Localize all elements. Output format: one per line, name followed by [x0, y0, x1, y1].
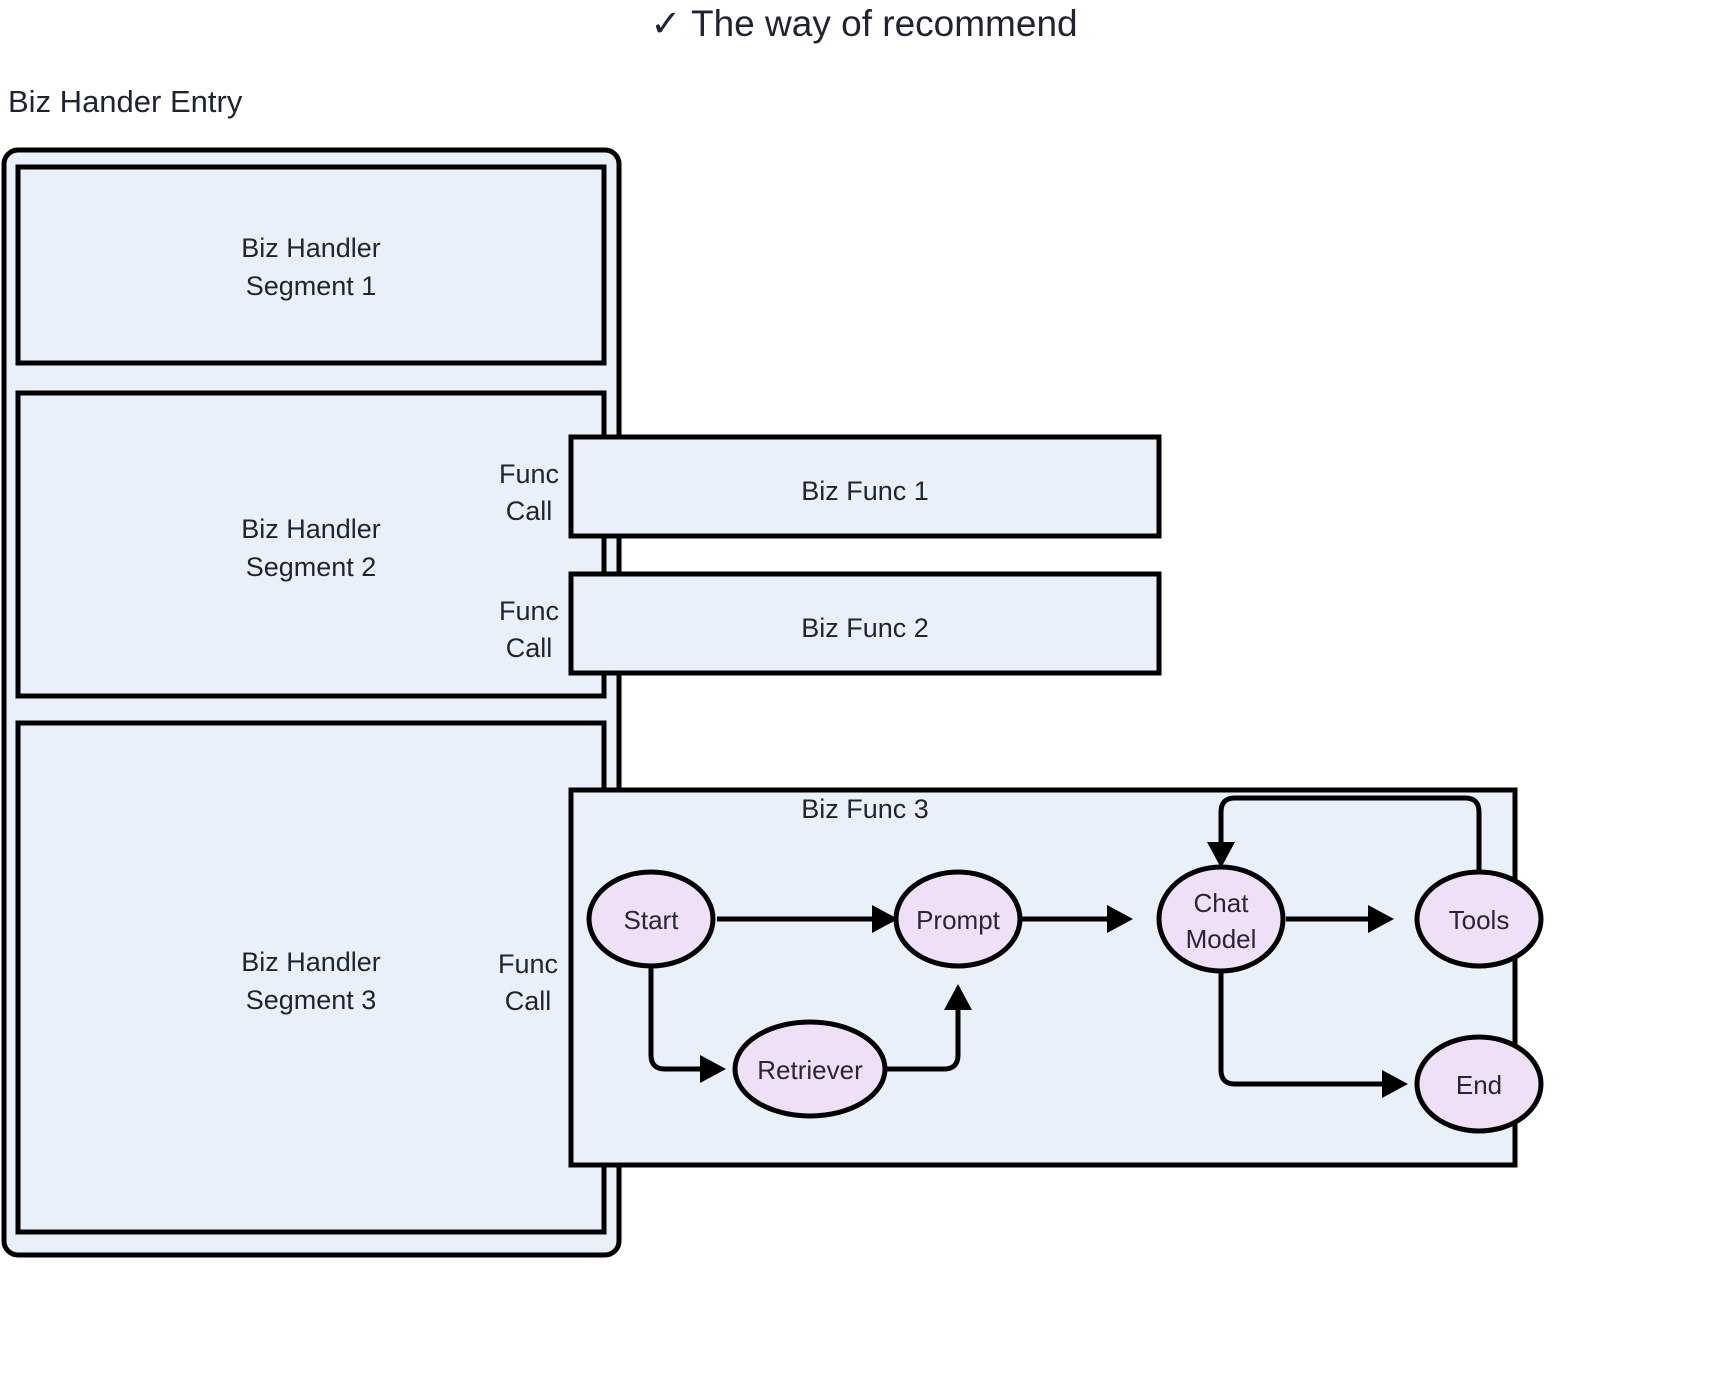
arrowhead-icon [700, 1055, 726, 1083]
page-title: ✓ The way of recommend [650, 3, 1077, 44]
segment-3-label-line1: Biz Handler [241, 947, 381, 977]
arrowhead-icon [872, 905, 898, 933]
node-tools-shape [1414, 869, 1544, 969]
segment-1-label-line1: Biz Handler [241, 233, 381, 263]
node-chat-model-shape [1156, 864, 1286, 974]
node-prompt-label: Prompt [916, 905, 1001, 935]
node-retriever[interactable]: Retriever [732, 1019, 888, 1119]
node-retriever-shape [732, 1019, 888, 1119]
node-end-shape [1414, 1034, 1544, 1134]
segment-2-box[interactable] [15, 390, 607, 699]
edge-chat-model-to-tools [1286, 905, 1394, 933]
biz-func-1-box[interactable] [568, 434, 1162, 539]
node-tools-label: Tools [1449, 905, 1510, 935]
arrowhead-icon [1207, 842, 1235, 868]
arrowhead-icon [1107, 905, 1133, 933]
func-call-2-line1: Func [499, 596, 559, 626]
func-call-1-line1: Func [499, 459, 559, 489]
segment-1-box[interactable] [15, 164, 607, 366]
segment-2-label-line2: Segment 2 [246, 552, 377, 582]
func-call-1-line2: Call [506, 496, 553, 526]
func-call-2-line2: Call [506, 633, 553, 663]
func-call-3-line2: Call [505, 986, 552, 1016]
node-end-label: End [1456, 1070, 1502, 1100]
node-retriever-label: Retriever [757, 1055, 863, 1085]
node-prompt-shape [893, 869, 1023, 969]
node-tools[interactable]: Tools [1414, 869, 1544, 969]
segment-3-box[interactable] [15, 720, 607, 1235]
biz-func-1-label: Biz Func 1 [801, 476, 929, 506]
node-start-shape [586, 869, 716, 969]
segment-3-label-line2: Segment 3 [246, 985, 377, 1015]
node-chat-model-label-line2: Model [1186, 924, 1257, 954]
arrowhead-icon [1368, 905, 1394, 933]
edge-prompt-to-chat-model [1022, 905, 1133, 933]
edge-retriever-to-prompt [887, 984, 972, 1072]
segment-2-label-line1: Biz Handler [241, 514, 381, 544]
node-prompt[interactable]: Prompt [893, 869, 1023, 969]
node-chat-model-label-line1: Chat [1194, 888, 1250, 918]
biz-func-3-box[interactable] [568, 787, 1518, 1168]
segment-1-label-line2: Segment 1 [246, 271, 377, 301]
arrowhead-icon [944, 984, 972, 1010]
node-start-label: Start [624, 905, 680, 935]
entry-label: Biz Hander Entry [8, 84, 243, 119]
biz-func-2-box[interactable] [568, 571, 1162, 676]
biz-func-2-label: Biz Func 2 [801, 613, 929, 643]
node-end[interactable]: End [1414, 1034, 1544, 1134]
func-call-3-line1: Func [498, 949, 558, 979]
edge-start-to-prompt [717, 905, 898, 933]
node-chat-model[interactable]: Chat Model [1156, 864, 1286, 974]
node-start[interactable]: Start [586, 869, 716, 969]
biz-func-3-label: Biz Func 3 [801, 794, 929, 824]
arrowhead-icon [1382, 1070, 1408, 1098]
edge-start-to-retriever [648, 968, 726, 1083]
edge-chat-model-to-end [1218, 973, 1408, 1098]
edge-tools-to-chat-model-loop [1207, 795, 1482, 870]
